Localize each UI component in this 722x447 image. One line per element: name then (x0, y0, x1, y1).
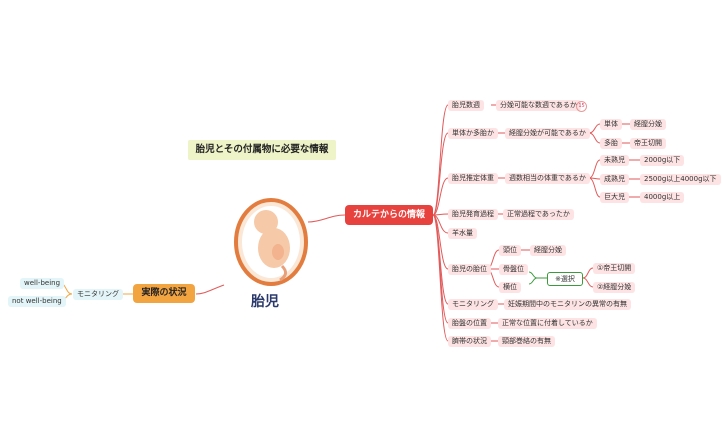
left-monitoring[interactable]: モニタリング (73, 289, 123, 300)
node-mature-detail[interactable]: 2500g以上4000g以下 (640, 174, 721, 185)
node-growth-detail[interactable]: 正常過程であったか (503, 209, 574, 220)
node-transverse[interactable]: 横位 (499, 282, 521, 293)
node-growth[interactable]: 胎児発育過程 (448, 209, 498, 220)
node-premature[interactable]: 未熟児 (600, 155, 629, 166)
node-premature-detail[interactable]: 2000g以下 (640, 155, 685, 166)
count-badge: 15 (576, 101, 587, 112)
map-title: 胎児とその付属物に必要な情報 (188, 140, 336, 160)
root-actual-status[interactable]: 実際の状況 (133, 284, 195, 303)
node-single-multiple[interactable]: 単体か多胎か (448, 128, 498, 139)
node-placenta[interactable]: 胎盤の位置 (448, 318, 491, 329)
node-multiple-result[interactable]: 帝王切開 (630, 138, 666, 149)
node-amniotic-fluid[interactable]: 羊水量 (448, 228, 477, 239)
node-single-detail[interactable]: 経膣分娩が可能であるか (505, 128, 590, 139)
node-estimated-weight[interactable]: 胎児推定体重 (448, 173, 498, 184)
node-single-result[interactable]: 経膣分娩 (630, 119, 666, 130)
select-note[interactable]: ※選択 (547, 272, 583, 286)
node-cephalic-detail[interactable]: 経膣分娩 (530, 245, 566, 256)
node-cephalic[interactable]: 頭位 (499, 245, 521, 256)
center-node: 胎児 (251, 294, 279, 310)
node-cord-detail[interactable]: 頸部巻絡の有無 (498, 336, 555, 347)
node-monitoring-detail[interactable]: 妊娠期間中のモニタリンの異常の有無 (504, 299, 631, 310)
node-multiple[interactable]: 多胎 (600, 138, 622, 149)
node-macrosomia-detail[interactable]: 4000g以上 (640, 192, 685, 203)
node-option-cesarean[interactable]: ①帝王切開 (593, 263, 636, 274)
root-chart-info[interactable]: カルテからの情報 (345, 205, 433, 225)
left-well-being[interactable]: well-being (20, 278, 65, 289)
node-placenta-detail[interactable]: 正常な位置に付着しているか (498, 318, 597, 329)
node-monitoring[interactable]: モニタリング (448, 299, 498, 310)
node-weight-detail[interactable]: 週数相当の体重であるか (505, 173, 590, 184)
node-option-vaginal[interactable]: ②経膣分娩 (593, 282, 636, 293)
left-not-well-being[interactable]: not well-being (8, 296, 66, 307)
node-fetal-count-detail[interactable]: 分娩可能な数週であるか (496, 100, 581, 111)
node-single[interactable]: 単体 (600, 119, 622, 130)
node-mature[interactable]: 成熟児 (600, 174, 629, 185)
node-fetal-position[interactable]: 胎児の胎位 (448, 264, 491, 275)
node-fetal-count[interactable]: 胎児数週 (448, 100, 484, 111)
fetus-icon (234, 198, 308, 286)
node-macrosomia[interactable]: 巨大児 (600, 192, 629, 203)
node-umbilical-cord[interactable]: 臍帯の状況 (448, 336, 491, 347)
node-breech[interactable]: 骨盤位 (499, 264, 528, 275)
